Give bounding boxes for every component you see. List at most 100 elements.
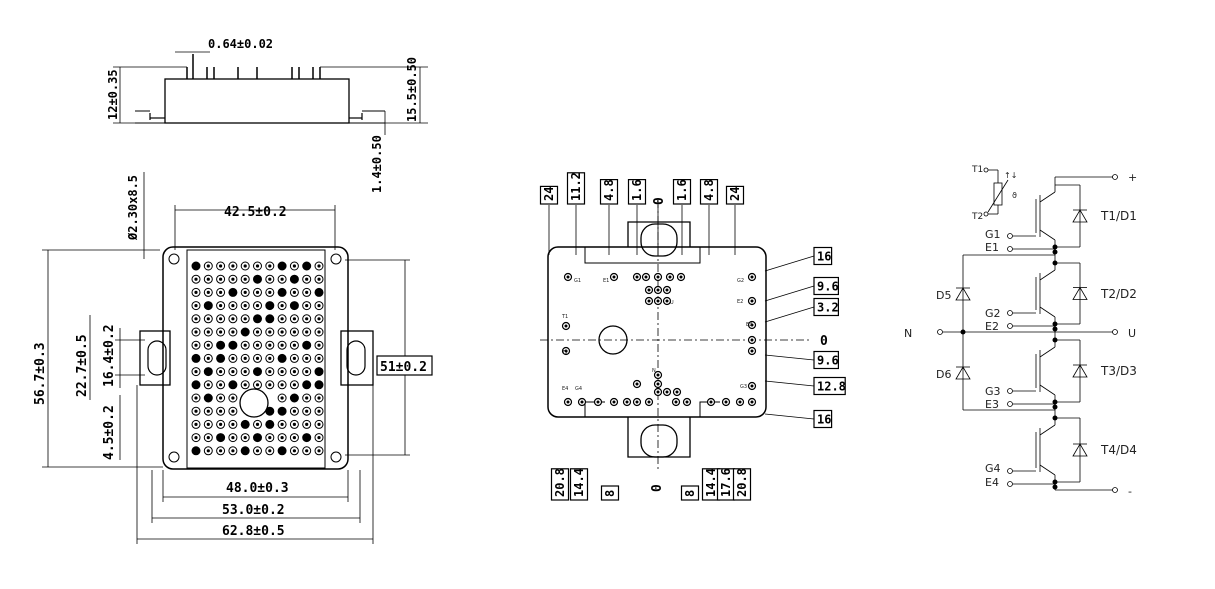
- grid-pin-core: [219, 290, 223, 294]
- right-label: 9.6: [817, 354, 839, 368]
- grid-pin: [216, 353, 226, 363]
- grid-pin: [203, 367, 213, 377]
- grid-pin-core: [231, 317, 235, 321]
- grid-pin-core: [231, 356, 235, 360]
- grid-pin-core: [194, 317, 198, 321]
- layout-pins: [561, 272, 757, 407]
- label-g1: G1: [985, 228, 1001, 241]
- layout-pin-core: [738, 400, 742, 404]
- label-e2: E2: [985, 320, 999, 333]
- label-t4d4: T4/D4: [1100, 443, 1137, 457]
- top-view: 42.5±0.2 Ø2.30x8.5 56.7±0.3 22.7±0.5 16.…: [33, 172, 433, 544]
- grid-pin-core: [305, 396, 309, 400]
- pin-layout-body: [547, 246, 767, 418]
- right-label: 16: [817, 413, 831, 427]
- pin-label-e2: E2: [737, 299, 743, 305]
- grid-pin-core: [292, 317, 296, 321]
- grid-pin-core: [231, 304, 235, 308]
- grid-pin-core: [206, 436, 210, 440]
- label-d6: D6: [936, 368, 951, 381]
- bottom-label-box: [550, 468, 570, 501]
- layout-pin-core: [656, 288, 660, 292]
- layout-pin-core: [750, 400, 754, 404]
- grid-pin-core: [292, 436, 296, 440]
- layout-pin-core: [625, 400, 629, 404]
- layout-pin-core: [656, 275, 660, 279]
- grid-pin-core: [317, 436, 321, 440]
- grid-pin-core: [219, 409, 223, 413]
- grid-pin-core: [317, 343, 321, 347]
- corner-hole: [330, 451, 342, 463]
- grid-pin-core: [280, 422, 284, 426]
- dim-width-b: 53.0±0.2: [222, 503, 285, 518]
- grid-pin-core: [305, 317, 309, 321]
- grid-pin-core: [206, 422, 210, 426]
- grid-pin-core: [231, 277, 235, 281]
- label-t1d1: T1/D1: [1100, 209, 1137, 223]
- grid-pin-core: [206, 409, 210, 413]
- grid-pin: [191, 261, 201, 271]
- grid-pin-core: [194, 370, 198, 374]
- grid-pin-core: [255, 330, 260, 334]
- bottom-label-zero: 0: [650, 484, 665, 492]
- top-label-box: [566, 172, 586, 205]
- grid-pin-core: [305, 409, 309, 413]
- schematic-stroke: [1052, 415, 1058, 421]
- grid-pin: [240, 327, 250, 337]
- top-label-box: [672, 179, 692, 205]
- schematic-stroke: [1007, 246, 1013, 252]
- grid-pin-core: [219, 449, 223, 453]
- schematic-stroke: [1039, 306, 1056, 318]
- grid-pin: [289, 274, 299, 284]
- schematic-stroke: [1052, 249, 1058, 255]
- schematic-stroke: [1007, 481, 1013, 487]
- label-plus: +: [1128, 171, 1137, 184]
- pin-label-n: N: [652, 368, 656, 374]
- layout-pin-core: [635, 382, 639, 386]
- grid-pin-core: [219, 330, 223, 334]
- pin-label-g4: G4: [575, 386, 582, 392]
- dim-height-total: 56.7±0.3: [33, 342, 48, 405]
- grid-pin-core: [206, 343, 210, 347]
- grid-pin: [228, 340, 238, 350]
- top-label: 24: [728, 187, 742, 201]
- grid-pin-core: [268, 383, 272, 387]
- grid-pin-core: [219, 317, 223, 321]
- bottom-label-box: [569, 468, 589, 501]
- label-g2: G2: [985, 307, 1001, 320]
- grid-pin-core: [305, 422, 309, 426]
- label-g4: G4: [985, 462, 1001, 475]
- grid-pin: [228, 287, 238, 297]
- grid-pin: [302, 261, 312, 271]
- ntc-arrows: ↑↓: [1004, 171, 1017, 180]
- dim-pin-length: 12±0.35: [106, 69, 120, 120]
- bottom-label-box: [732, 468, 752, 501]
- right-label: 9.6: [817, 280, 839, 294]
- grid-pin: [277, 287, 287, 297]
- right-mount-ear: [340, 330, 374, 386]
- layout-pin-core: [709, 400, 713, 404]
- top-label-box: [725, 185, 745, 205]
- grid-pin-core: [292, 370, 296, 374]
- side-view: 0.64±0.02 12±0.35 15.5±0.50 1.4±0.50: [106, 37, 428, 193]
- grid-pin-core: [317, 277, 321, 281]
- schematic-stroke: [1007, 310, 1013, 316]
- layout-pin-core: [685, 400, 689, 404]
- schematic-stroke: [1052, 337, 1058, 343]
- top-label: 1.6: [630, 179, 644, 201]
- layout-pin-core: [635, 400, 639, 404]
- layout-pin-core: [679, 275, 683, 279]
- pin-label-e3: E3: [746, 322, 752, 328]
- grid-pin: [191, 380, 201, 390]
- layout-pin-core: [635, 275, 639, 279]
- label-d5: D5: [936, 289, 951, 302]
- top-label-box: [599, 179, 619, 205]
- right-label: 12.8: [817, 380, 846, 394]
- grid-pin-core: [243, 383, 247, 387]
- layout-pin-core: [647, 288, 651, 292]
- layout-pin-core: [750, 323, 754, 327]
- schematic-stroke: [1052, 479, 1058, 485]
- layout-pin-core: [580, 400, 584, 404]
- schematic-stroke: [1052, 260, 1058, 266]
